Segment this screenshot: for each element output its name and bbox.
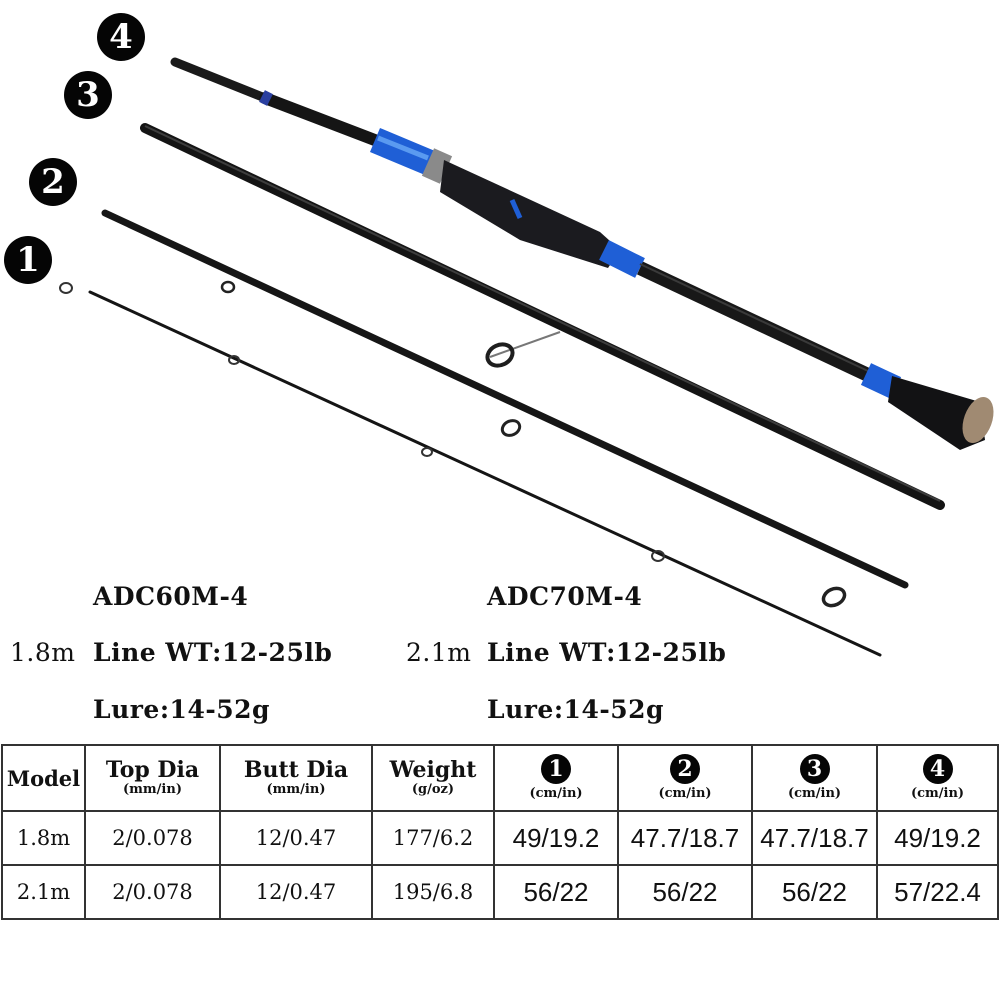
- section-badge-1: 1: [4, 236, 52, 284]
- fishing-rod-illustration: [59, 57, 994, 657]
- cell-model: 1.8m: [1, 810, 86, 866]
- specifications-table: Model Top Dia (mm/in) Butt Dia (mm/in) W…: [1, 744, 999, 920]
- cell-weight: 195/6.8: [371, 864, 495, 920]
- section-4-badge-icon: 4: [922, 754, 953, 784]
- cell-top-dia: 2/0.078: [84, 810, 221, 866]
- model-1-lure: Lure:14-52g: [93, 695, 270, 724]
- cell-section-4: 49/19.2: [876, 810, 999, 866]
- cell-top-dia: 2/0.078: [84, 864, 221, 920]
- section-2-badge-icon: 2: [670, 754, 700, 784]
- model-2-name: ADC70M-4: [487, 582, 643, 611]
- cell-section-3: 56/22: [751, 864, 878, 920]
- table-row: 2.1m 2/0.078 12/0.47 195/6.8 56/22 56/22…: [1, 864, 999, 920]
- header-model: Model: [1, 744, 86, 812]
- section-badge-3: 3: [64, 71, 112, 119]
- model-2-lure: Lure:14-52g: [487, 695, 664, 724]
- table-row: 1.8m 2/0.078 12/0.47 177/6.2 49/19.2 47.…: [1, 810, 999, 866]
- cell-section-1: 49/19.2: [493, 810, 619, 866]
- model-1-line-weight: Line WT:12-25lb: [93, 638, 333, 667]
- model-2-line-weight: Line WT:12-25lb: [487, 638, 727, 667]
- cell-butt-dia: 12/0.47: [219, 810, 373, 866]
- header-section-3: 3 (cm/in): [751, 744, 878, 812]
- cell-butt-dia: 12/0.47: [219, 864, 373, 920]
- section-badge-2: 2: [29, 158, 77, 206]
- table-header-row: Model Top Dia (mm/in) Butt Dia (mm/in) W…: [1, 744, 999, 812]
- model-1-name: ADC60M-4: [93, 582, 249, 611]
- section-badge-4: 4: [97, 13, 145, 61]
- header-section-2: 2 (cm/in): [617, 744, 753, 812]
- cell-section-4: 57/22.4: [876, 864, 999, 920]
- header-top-dia: Top Dia (mm/in): [84, 744, 221, 812]
- rod-section-1: [59, 282, 882, 657]
- cell-section-2: 47.7/18.7: [617, 810, 753, 866]
- header-section-4: 4 (cm/in): [876, 744, 999, 812]
- rod-section-3: [140, 123, 945, 510]
- rod-section-2: [101, 209, 909, 608]
- model-2-length: 2.1m: [406, 638, 472, 667]
- header-section-1: 1 (cm/in): [493, 744, 619, 812]
- header-weight: Weight (g/oz): [371, 744, 495, 812]
- header-butt-dia: Butt Dia (mm/in): [219, 744, 373, 812]
- cell-section-2: 56/22: [617, 864, 753, 920]
- rod-section-4: [170, 57, 994, 450]
- section-3-badge-icon: 3: [799, 754, 830, 784]
- section-1-badge-icon: 1: [541, 754, 571, 784]
- cell-model: 2.1m: [1, 864, 86, 920]
- cell-section-3: 47.7/18.7: [751, 810, 878, 866]
- model-1-length: 1.8m: [10, 638, 76, 667]
- cell-weight: 177/6.2: [371, 810, 495, 866]
- cell-section-1: 56/22: [493, 864, 619, 920]
